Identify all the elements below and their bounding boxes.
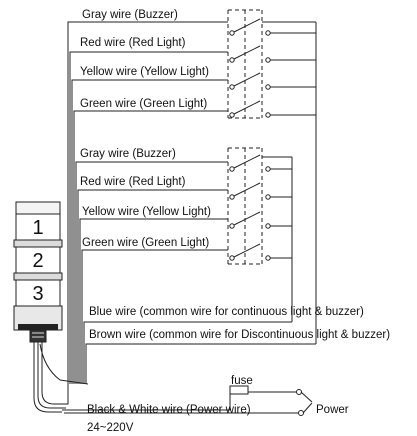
voltage-label: 24~220V (87, 422, 134, 434)
power-label: Power (316, 404, 349, 416)
tower-segment-3-number: 3 (32, 283, 43, 305)
blue-wire-label: Blue wire (common wire for continuous li… (89, 306, 364, 318)
wire-label-top-1: Gray wire (Buzzer) (82, 9, 178, 21)
wire-label-top-4: Green wire (Green Light) (80, 98, 207, 110)
tower-segment-2 (15, 246, 61, 274)
wire-label-bottom-4: Green wire (Green Light) (82, 237, 209, 249)
power-circuit: fuse Power Black & White wire (Power wir… (62, 375, 349, 434)
brown-wire-label: Brown wire (common wire for Discontinuou… (89, 329, 390, 341)
switch-group-bottom: Gray wire (Buzzer) Red wire (Red Light) … (75, 147, 293, 384)
fuse-label: fuse (231, 375, 253, 387)
wire-label-top-2: Red wire (Red Light) (80, 37, 186, 49)
common-wires: Blue wire (common wire for continuous li… (83, 306, 390, 384)
wire-label-bottom-1: Gray wire (Buzzer) (80, 148, 176, 160)
switch-group-top: Gray wire (Buzzer) Red wire (Red Light) … (67, 9, 317, 384)
power-wire-label: Black & White wire (Power wire) (87, 404, 251, 416)
wire-label-bottom-3: Yellow wire (Yellow Light) (82, 206, 211, 218)
wire-label-top-3: Yellow wire (Yellow Light) (80, 66, 209, 78)
signal-tower: 1 2 3 (13, 201, 89, 413)
tower-segment-2-number: 2 (32, 250, 43, 272)
fuse-symbol (229, 385, 249, 395)
wire-label-bottom-2: Red wire (Red Light) (80, 176, 186, 188)
tower-segment-1-number: 1 (32, 217, 43, 239)
